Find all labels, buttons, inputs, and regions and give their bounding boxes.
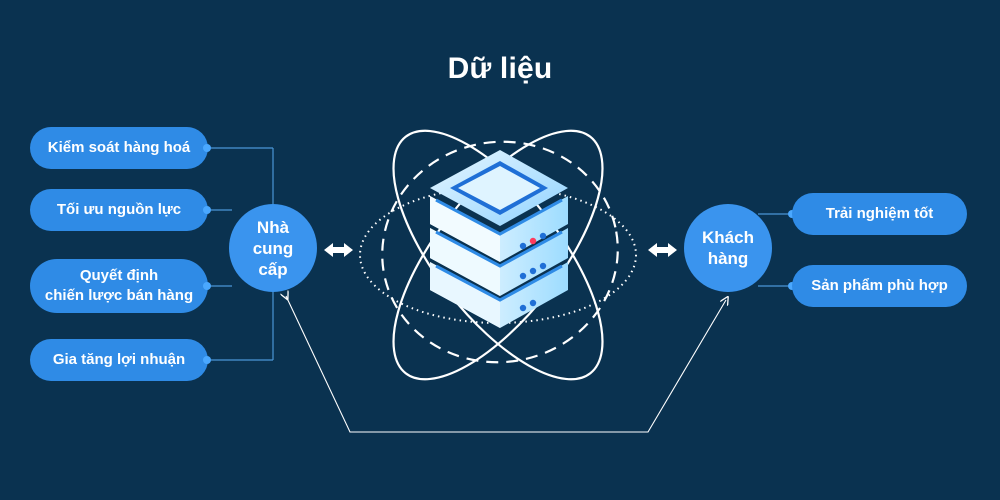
left-item-2: Quyết định chiến lược bán hàng xyxy=(30,259,208,313)
left-item-label: Gia tăng lợi nhuận xyxy=(52,351,186,368)
left-item-3: Gia tăng lợi nhuận xyxy=(30,339,208,381)
connector-dot xyxy=(203,356,211,364)
supplier-node: Nhà cung cấp xyxy=(229,204,317,292)
right-item-0: Trải nghiệm tốt xyxy=(792,193,967,235)
connector-dot xyxy=(203,206,211,214)
right-item-1: Sản phẩm phù hợp xyxy=(792,265,967,307)
connector-dot xyxy=(203,282,211,290)
connector-dot xyxy=(203,144,211,152)
customer-label: Khách hàng xyxy=(702,228,754,268)
left-item-0: Kiểm soát hàng hoá xyxy=(30,127,208,169)
database-server-icon xyxy=(430,150,568,328)
right-connectors xyxy=(758,213,792,287)
diagram-title: Dữ liệu xyxy=(447,52,553,85)
left-item-label: Kiểm soát hàng hoá xyxy=(47,139,191,156)
left-item-label: Quyết định chiến lược bán hàng xyxy=(44,267,194,304)
right-item-label: Trải nghiệm tốt xyxy=(825,205,934,222)
customer-node: Khách hàng xyxy=(684,204,772,292)
right-item-label: Sản phẩm phù hợp xyxy=(811,277,948,294)
supplier-label: Nhà cung cấp xyxy=(252,217,294,279)
double-arrow-icon xyxy=(648,243,677,257)
left-item-label: Tối ưu nguồn lực xyxy=(56,201,182,218)
feedback-arrow xyxy=(286,296,726,433)
left-item-1: Tối ưu nguồn lực xyxy=(30,189,208,231)
double-arrow-icon xyxy=(324,243,353,257)
